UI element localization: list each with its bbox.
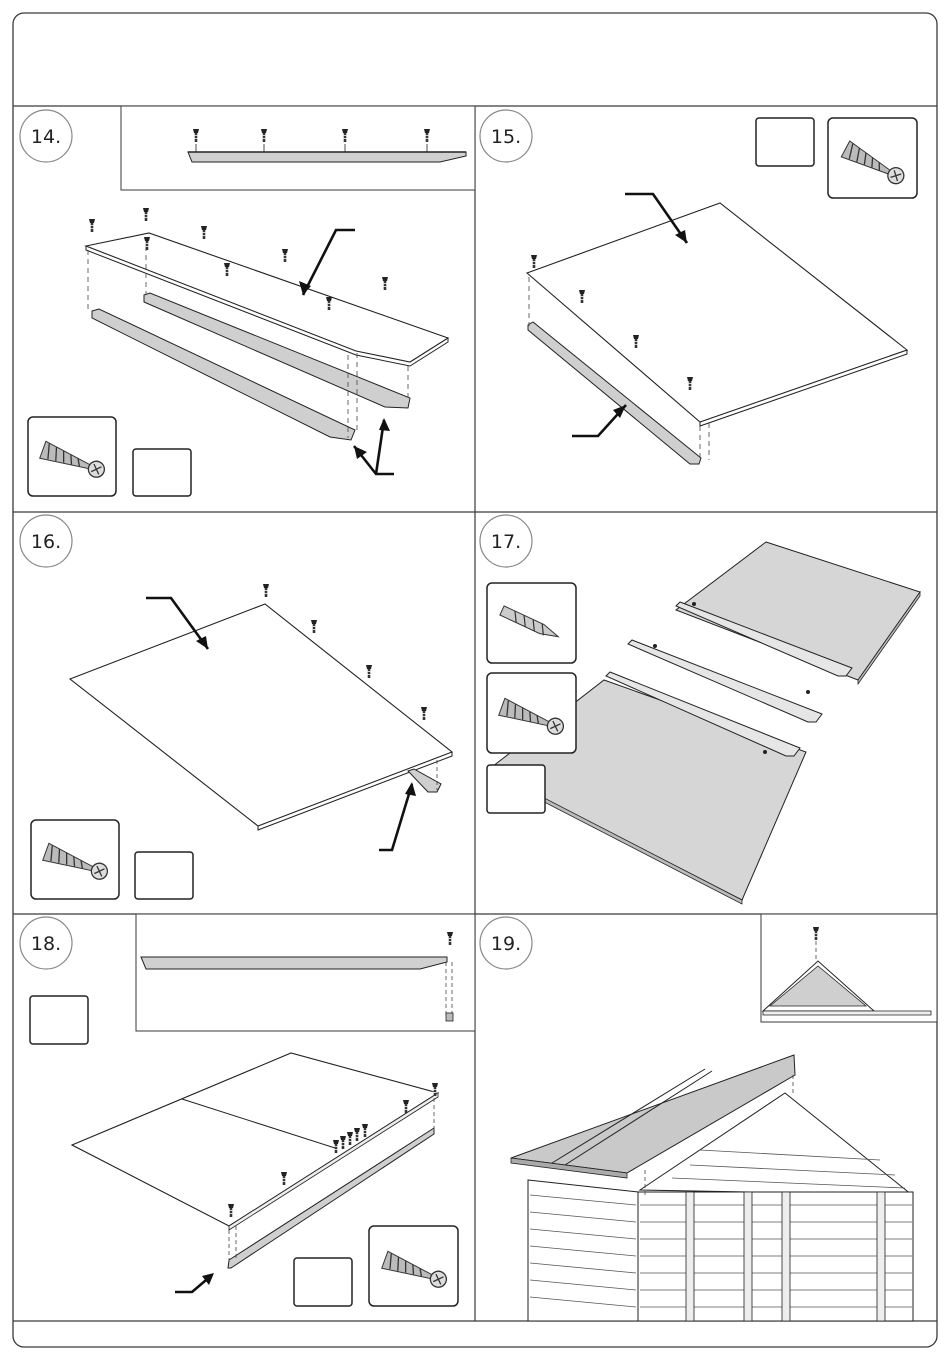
step-number: 17. <box>491 531 521 553</box>
step-number: 15. <box>491 126 521 148</box>
step-number: 16. <box>31 531 61 553</box>
step-number: 18. <box>31 933 61 955</box>
quantity-box <box>756 118 814 166</box>
detail-inset <box>136 914 475 1031</box>
step-number: 19. <box>491 933 521 955</box>
quantity-box <box>135 852 193 899</box>
quantity-box <box>294 1258 352 1306</box>
detail-inset <box>121 106 475 190</box>
quantity-box <box>487 765 545 813</box>
step-number: 14. <box>31 126 61 148</box>
quantity-box <box>133 449 191 496</box>
quantity-box <box>30 996 88 1044</box>
